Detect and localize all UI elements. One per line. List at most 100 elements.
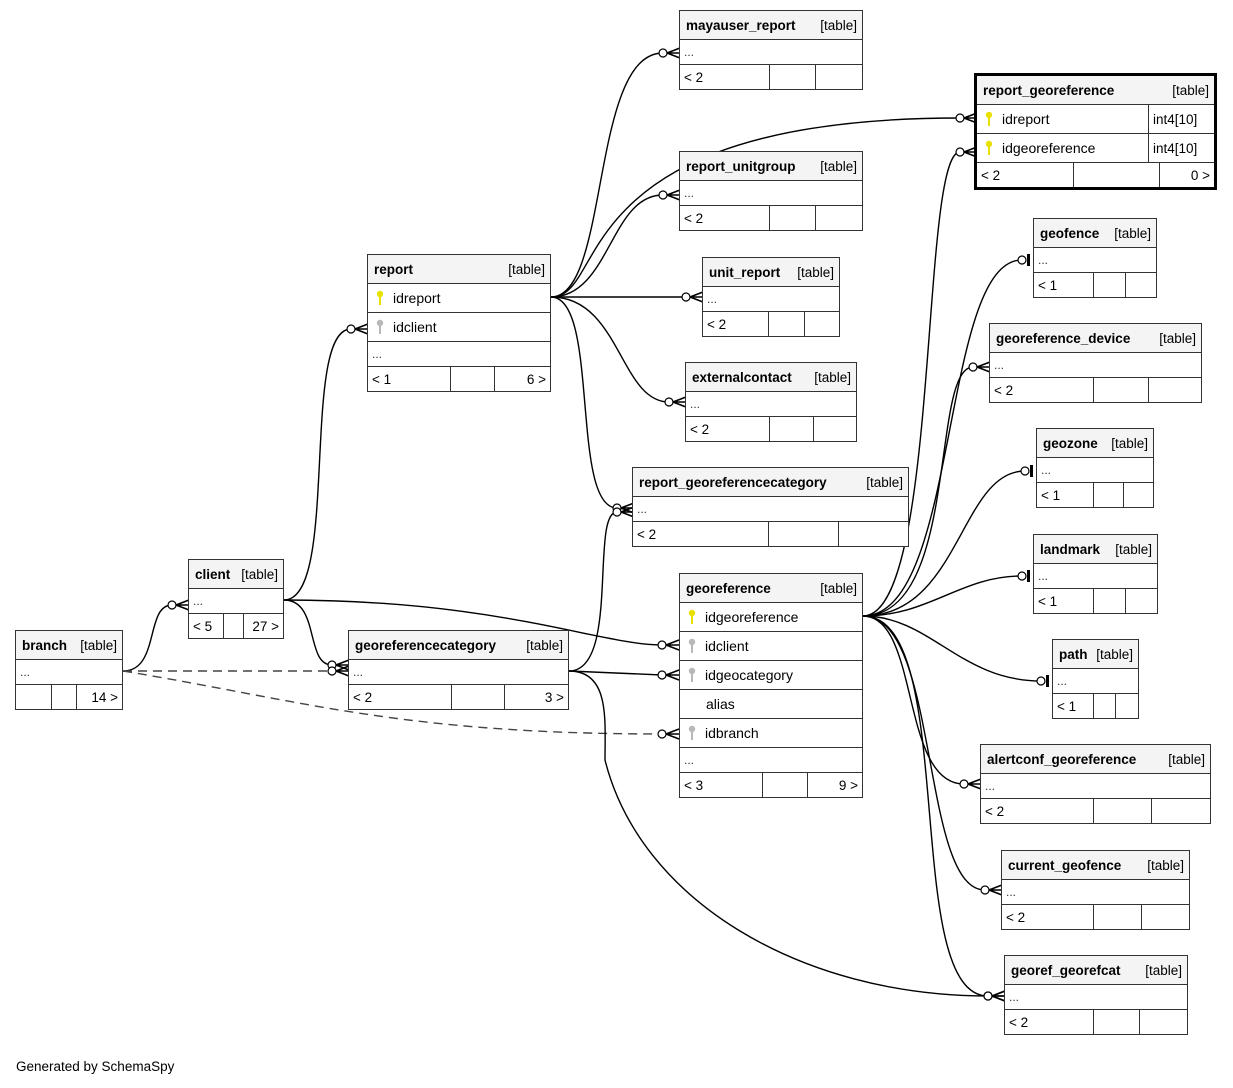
children-count[interactable]	[804, 312, 839, 336]
crows-foot-marker	[967, 778, 982, 790]
children-count[interactable]: 14 >	[76, 685, 122, 709]
table-geozone[interactable]: geozone[table] ... < 1	[1036, 428, 1154, 508]
table-type: [table]	[797, 264, 834, 280]
crows-foot-marker	[665, 728, 680, 740]
children-count[interactable]	[1151, 799, 1210, 823]
parents-count[interactable]: < 2	[985, 803, 1005, 819]
children-count[interactable]	[813, 417, 856, 441]
column-name: idbranch	[705, 725, 759, 741]
parents-count[interactable]: < 1	[1038, 277, 1058, 293]
parents-count[interactable]: < 1	[1041, 487, 1061, 503]
parents-count[interactable]: < 2	[981, 167, 1001, 183]
parents-count[interactable]: < 2	[684, 69, 704, 85]
crows-foot-marker	[666, 47, 681, 59]
table-report_unitgroup[interactable]: report_unitgroup[table] ... < 2	[679, 151, 863, 231]
table-report_georeferencecategory[interactable]: report_georeferencecategory[table] ... <…	[632, 467, 909, 547]
children-count[interactable]	[1141, 905, 1189, 929]
column-row[interactable]: idgeoreference int4[10]	[977, 134, 1214, 163]
parents-count[interactable]: < 2	[707, 316, 727, 332]
parents-count[interactable]: < 3	[684, 777, 704, 793]
parents-count[interactable]: < 2	[994, 382, 1014, 398]
children-count[interactable]: 3 >	[504, 685, 568, 709]
table-landmark[interactable]: landmark[table] ... < 1	[1033, 534, 1158, 614]
table-name: unit_report	[709, 264, 781, 280]
foreign-key-icon	[680, 638, 704, 654]
column-row[interactable]: idbranch	[680, 719, 862, 748]
children-count[interactable]: 6 >	[494, 367, 550, 391]
parents-count[interactable]: < 2	[637, 526, 657, 542]
parents-count[interactable]: < 2	[1009, 1014, 1029, 1030]
children-count[interactable]: 27 >	[243, 614, 283, 638]
table-mayauser_report[interactable]: mayauser_report[table] ... < 2	[679, 10, 863, 90]
column-row[interactable]: idreport	[368, 284, 550, 313]
children-count[interactable]	[815, 206, 862, 230]
crows-foot-marker	[335, 659, 350, 671]
relationship-report-to-externalcontact	[550, 296, 670, 403]
children-count[interactable]	[815, 65, 862, 89]
one-bar-marker	[1046, 675, 1049, 687]
parents-count[interactable]: < 2	[690, 421, 710, 437]
crows-foot-marker	[988, 884, 1003, 896]
table-path[interactable]: path[table] ... < 1	[1052, 639, 1139, 719]
relationship-report-to-report_georeferencecategory	[550, 296, 618, 509]
children-count[interactable]	[1125, 273, 1156, 297]
table-georeference[interactable]: georeference[table] idgeoreference idcli…	[679, 573, 863, 798]
more-columns: ...	[990, 353, 1201, 378]
optional-circle-marker	[1020, 466, 1030, 476]
parents-count[interactable]: < 2	[1006, 909, 1026, 925]
table-report_georeference[interactable]: report_georeference[table] idreport int4…	[974, 73, 1217, 190]
children-count[interactable]	[1148, 378, 1201, 402]
children-count[interactable]	[838, 522, 908, 546]
children-count[interactable]: 9 >	[807, 773, 862, 797]
children-count[interactable]	[1125, 589, 1157, 613]
relationship-client-to-georeference	[283, 599, 663, 646]
relationship-report-to-mayauser_report	[550, 52, 664, 298]
foreign-key-icon	[680, 667, 704, 683]
table-georeference_device[interactable]: georeference_device[table] ... < 2	[989, 323, 1202, 403]
table-georef_georefcat[interactable]: georef_georefcat[table] ... < 2	[1004, 955, 1188, 1035]
relationship-georeference-to-geozone	[862, 470, 1026, 617]
table-current_geofence[interactable]: current_geofence[table] ... < 2	[1001, 850, 1190, 930]
optional-circle-marker	[955, 113, 965, 123]
parents-count[interactable]: < 2	[684, 210, 704, 226]
column-row[interactable]: idgeocategory	[680, 661, 862, 690]
parents-count[interactable]	[16, 685, 51, 709]
parents-count[interactable]: < 1	[1057, 698, 1077, 714]
children-count[interactable]	[1139, 1010, 1187, 1034]
parents-count[interactable]: < 5	[193, 618, 213, 634]
table-type: [table]	[814, 369, 851, 385]
crows-foot-marker	[665, 639, 680, 651]
column-row[interactable]: idgeoreference	[680, 603, 862, 632]
more-columns: ...	[1037, 458, 1153, 483]
optional-circle-marker	[1017, 255, 1027, 265]
children-count[interactable]: 0 >	[1159, 163, 1214, 187]
table-externalcontact[interactable]: externalcontact[table] ... < 2	[685, 362, 857, 442]
optional-circle-marker	[327, 666, 337, 676]
table-type: [table]	[820, 17, 857, 33]
column-row[interactable]: idreport int4[10]	[977, 105, 1214, 134]
table-geofence[interactable]: geofence[table] ... < 1	[1033, 218, 1157, 298]
optional-circle-marker	[968, 362, 978, 372]
parents-count[interactable]: < 1	[1038, 593, 1058, 609]
parents-count[interactable]: < 2	[353, 689, 373, 705]
parents-count[interactable]: < 1	[372, 371, 392, 387]
crows-foot-marker	[620, 506, 635, 518]
column-name: idclient	[393, 319, 437, 335]
children-count[interactable]	[1123, 483, 1153, 507]
column-row[interactable]: idclient	[368, 313, 550, 342]
crows-foot-marker	[672, 396, 687, 408]
column-row[interactable]: idclient	[680, 632, 862, 661]
table-unit_report[interactable]: unit_report[table] ... < 2	[702, 257, 840, 337]
relationship-georeference-to-georeference_device	[862, 366, 974, 617]
column-row[interactable]: alias	[680, 690, 862, 719]
table-type: [table]	[508, 261, 545, 277]
table-alertconf_georeference[interactable]: alertconf_georeference[table] ... < 2	[980, 744, 1211, 824]
table-branch[interactable]: branch[table] ... 14 >	[15, 630, 123, 710]
children-count[interactable]	[1115, 694, 1138, 718]
table-type: [table]	[526, 637, 563, 653]
foreign-key-icon	[680, 725, 704, 741]
